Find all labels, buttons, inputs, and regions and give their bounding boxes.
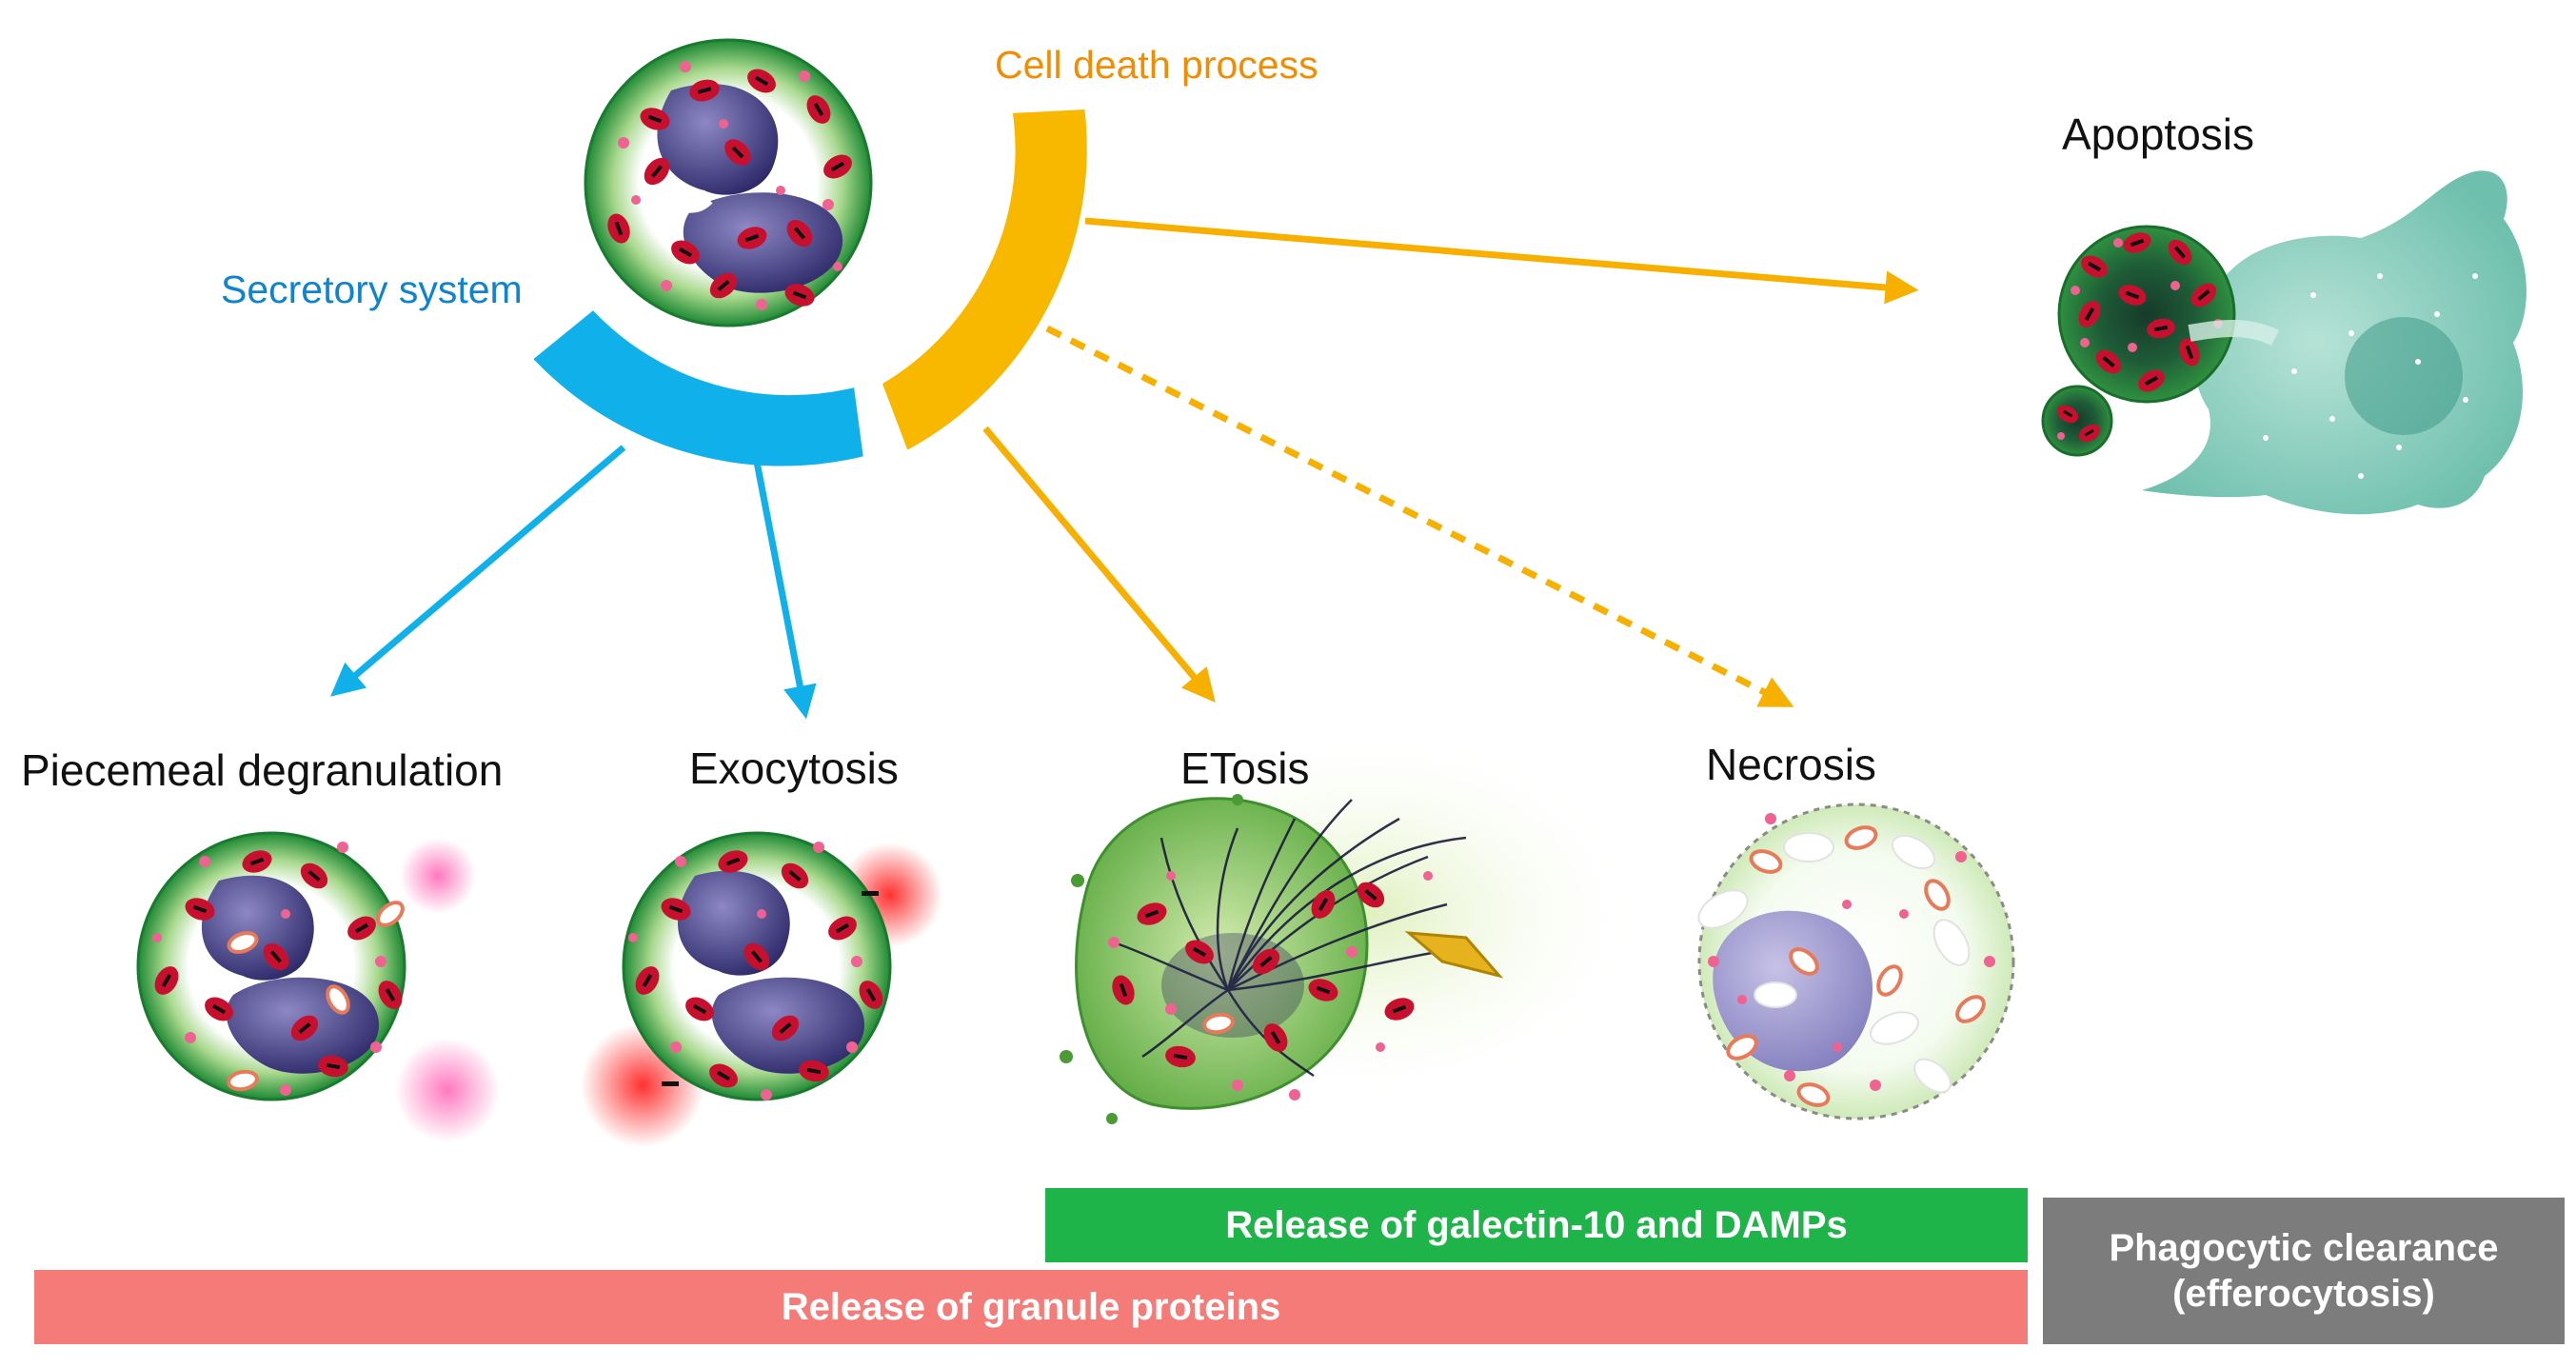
apoptotic-body: [2041, 385, 2113, 457]
apoptosis-label: Apoptosis: [2062, 109, 2255, 159]
secretory-system-arc: [533, 310, 863, 466]
exocytosis-label: Exocytosis: [689, 743, 899, 793]
granule-proteins-release-text: Release of granule proteins: [781, 1286, 1281, 1328]
cell-death-process-arc: [882, 109, 1087, 450]
arrow-secretory-to-piecemeal: [329, 445, 626, 697]
phagocytic-clearance-bar: Phagocytic clearance (efferocytosis): [2043, 1198, 2565, 1344]
phagocytic-clearance-line2: (efferocytosis): [2172, 1273, 2435, 1315]
arrows: [329, 217, 1919, 720]
granule-proteins-release-bar: Release of granule proteins: [34, 1270, 2028, 1344]
etosis-cell: [1060, 724, 1647, 1124]
galectin-damps-release-text: Release of galectin-10 and DAMPs: [1225, 1204, 1848, 1246]
apoptosis-efferocytosis: [2041, 170, 2526, 515]
arrow-death-to-etosis: [982, 426, 1216, 704]
phagocytic-clearance-line1: Phagocytic clearance: [2109, 1227, 2499, 1269]
resting-eosinophil-cell: [584, 38, 873, 327]
necrosis-label: Necrosis: [1706, 740, 1876, 789]
arrow-death-to-apoptosis: [1084, 217, 1919, 305]
piecemeal-degranulation-cell: [136, 831, 500, 1142]
necrosis-cell: [1680, 785, 2032, 1138]
cell-death-process-label: Cell death process: [995, 43, 1318, 87]
piecemeal-degranulation-label: Piecemeal degranulation: [21, 745, 504, 795]
secretory-system-label: Secretory system: [221, 268, 523, 311]
etosis-label: ETosis: [1180, 743, 1310, 793]
arrow-secretory-to-exocytosis: [753, 461, 817, 720]
arrow-death-to-necrosis: [1045, 325, 1794, 707]
galectin-damps-release-bar: Release of galectin-10 and DAMPs: [1045, 1188, 2028, 1262]
exocytosis-cell: [581, 831, 942, 1147]
